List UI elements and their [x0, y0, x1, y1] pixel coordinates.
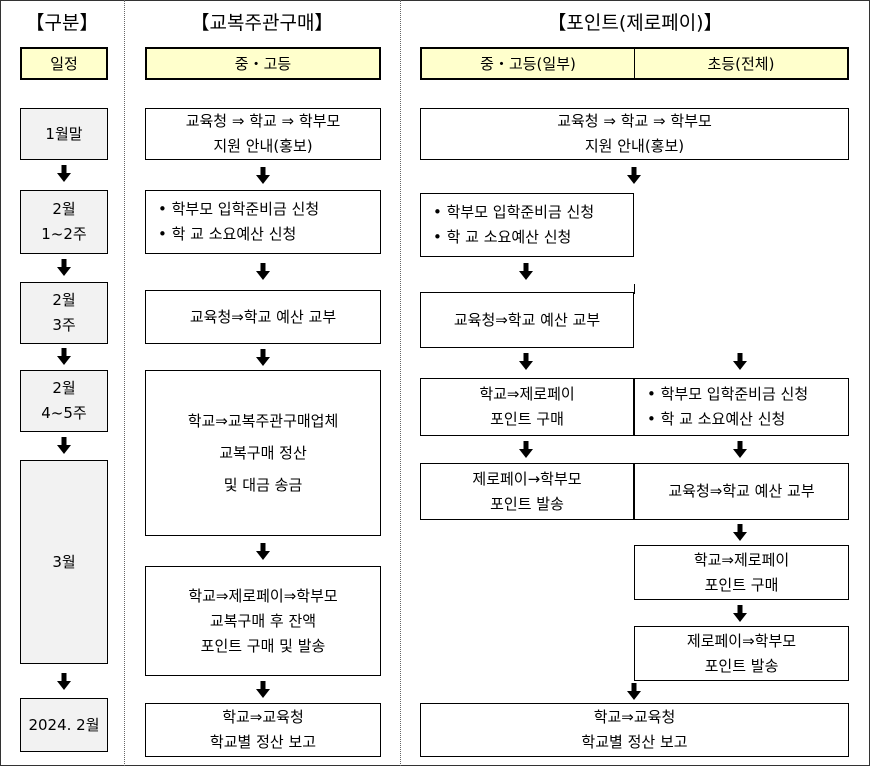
- point-partial-send: 제로페이→학부모 포인트 발송: [420, 463, 634, 520]
- box-line: 지원 안내(홍보): [213, 137, 313, 155]
- box-line: 지원 안내(홍보): [584, 137, 685, 155]
- box-line: • 학부모 입학준비금 신청: [433, 203, 595, 221]
- point-partial-purchase: 학교⇒제로페이 포인트 구매: [420, 378, 634, 436]
- schedule-label: 2월: [52, 200, 76, 218]
- schedule-label: 4~5주: [41, 404, 87, 422]
- box-line: • 학 교 소요예산 신청: [647, 410, 786, 428]
- arrow-down-icon: [253, 680, 273, 700]
- box-line: 학교⇒제로페이: [693, 550, 790, 569]
- point-header-all: 초등(전체): [707, 55, 775, 73]
- box-line: 학교⇒교복주관구매업체: [187, 412, 339, 430]
- schedule-label: 2024. 2월: [28, 715, 100, 734]
- schedule-step-4: 2월 4~5주: [20, 370, 108, 432]
- point-step-report: 학교⇒교육청 학교별 정산 보고: [420, 703, 849, 757]
- arrow-down-icon: [253, 542, 273, 562]
- schedule-label: 2월: [52, 291, 76, 309]
- uniform-step-report: 학교⇒교육청 학교별 정산 보고: [145, 703, 381, 757]
- box-line: 포인트 구매 및 발송: [200, 636, 326, 655]
- arrow-down-icon: [54, 347, 74, 367]
- arrow-down-icon: [253, 262, 273, 282]
- point-column-title: 【포인트(제로페이)】: [547, 11, 723, 34]
- arrow-down-icon: [54, 164, 74, 184]
- uniform-header: 중・고등: [145, 47, 381, 80]
- schedule-step-3: 2월 3주: [20, 282, 108, 344]
- column-separator: [124, 0, 125, 766]
- box-line: 교육청⇒학교 예산 교부: [668, 482, 815, 500]
- arrow-down-icon: [54, 258, 74, 278]
- box-line: 포인트 발송: [704, 656, 779, 675]
- arrow-down-icon: [624, 166, 644, 186]
- uniform-step-notice: 교육청 ⇒ 학교 ⇒ 학부모 지원 안내(홍보): [145, 108, 381, 160]
- arrow-down-icon: [730, 352, 750, 372]
- point-all-budget: 교육청⇒학교 예산 교부: [634, 463, 849, 520]
- box-line: 학교별 정산 보고: [581, 733, 688, 751]
- box-line: 교복구매 정산: [219, 444, 307, 462]
- uniform-column-title: 【교복주관구매】: [190, 11, 334, 34]
- uniform-step-point: 학교⇒제로페이⇒학부모 교복구매 후 잔액 포인트 구매 및 발송: [145, 566, 381, 676]
- schedule-step-6: 2024. 2월: [20, 698, 108, 752]
- arrow-down-icon: [54, 436, 74, 456]
- arrow-down-icon: [516, 440, 536, 460]
- box-line: 교육청⇒학교 예산 교부: [189, 307, 337, 326]
- box-line: 제로페이→학부모: [472, 469, 582, 488]
- point-all-application: • 학부모 입학준비금 신청 • 학 교 소요예산 신청: [634, 378, 849, 436]
- point-all-purchase: 학교⇒제로페이 포인트 구매: [634, 545, 849, 600]
- point-header: 중・고등(일부) 초등(전체): [420, 47, 849, 80]
- arrow-down-icon: [253, 348, 273, 368]
- point-header-partial: 중・고등(일부): [422, 49, 635, 78]
- point-step-notice: 교육청 ⇒ 학교 ⇒ 학부모 지원 안내(홍보): [420, 108, 849, 160]
- schedule-header: 일정: [20, 47, 108, 80]
- arrow-down-icon: [624, 682, 644, 702]
- box-line: 교육청 ⇒ 학교 ⇒ 학부모: [557, 112, 712, 130]
- box-line: 포인트 발송: [490, 494, 564, 513]
- box-line: • 학부모 입학준비금 신청: [158, 200, 320, 218]
- box-line: 학교⇒교육청: [222, 708, 304, 726]
- box-line: • 학부모 입학준비금 신청: [647, 385, 809, 403]
- schedule-column-title: 【구분】: [25, 11, 99, 34]
- box-line: 학교⇒제로페이⇒학부모: [188, 586, 338, 605]
- schedule-label: 2월: [52, 379, 76, 397]
- schedule-label: 1월말: [45, 124, 83, 143]
- uniform-step-settlement: 학교⇒교복주관구매업체 교복구매 정산 및 대금 송금: [145, 370, 381, 536]
- schedule-step-1: 1월말: [20, 108, 108, 160]
- box-line: 제로페이⇒학부모: [686, 631, 797, 650]
- schedule-label: 3주: [52, 316, 76, 334]
- point-step-application: • 학부모 입학준비금 신청 • 학 교 소요예산 신청: [420, 193, 634, 257]
- arrow-down-icon: [516, 262, 536, 282]
- schedule-label: 1~2주: [41, 225, 87, 243]
- arrow-down-icon: [730, 604, 750, 624]
- arrow-down-icon: [253, 166, 273, 186]
- column-separator: [400, 0, 401, 766]
- box-line: 교육청 ⇒ 학교 ⇒ 학부모: [185, 112, 341, 130]
- box-line: 학교⇒교육청: [593, 708, 676, 726]
- arrow-down-icon: [54, 672, 74, 692]
- box-line: 학교⇒제로페이: [479, 385, 575, 403]
- schedule-label: 3월: [52, 552, 76, 571]
- schedule-step-2: 2월 1~2주: [20, 190, 108, 254]
- box-line: 포인트 구매: [490, 410, 564, 428]
- point-step-budget: 교육청⇒학교 예산 교부: [420, 292, 634, 348]
- box-line: 학교별 정산 보고: [209, 733, 317, 751]
- connector-line: [634, 284, 635, 294]
- arrow-down-icon: [730, 523, 750, 543]
- uniform-step-application: • 학부모 입학준비금 신청 • 학 교 소요예산 신청: [145, 190, 381, 254]
- box-line: 포인트 구매: [704, 575, 779, 594]
- box-line: • 학 교 소요예산 신청: [433, 228, 572, 246]
- box-line: 및 대금 송금: [223, 476, 303, 494]
- box-line: • 학 교 소요예산 신청: [158, 225, 297, 243]
- schedule-step-5: 3월: [20, 460, 108, 664]
- arrow-down-icon: [516, 352, 536, 372]
- point-all-send: 제로페이⇒학부모 포인트 발송: [634, 626, 849, 681]
- box-line: 교복구매 후 잔액: [209, 611, 317, 630]
- uniform-step-budget: 교육청⇒학교 예산 교부: [145, 290, 381, 344]
- box-line: 교육청⇒학교 예산 교부: [453, 310, 601, 329]
- arrow-down-icon: [730, 440, 750, 460]
